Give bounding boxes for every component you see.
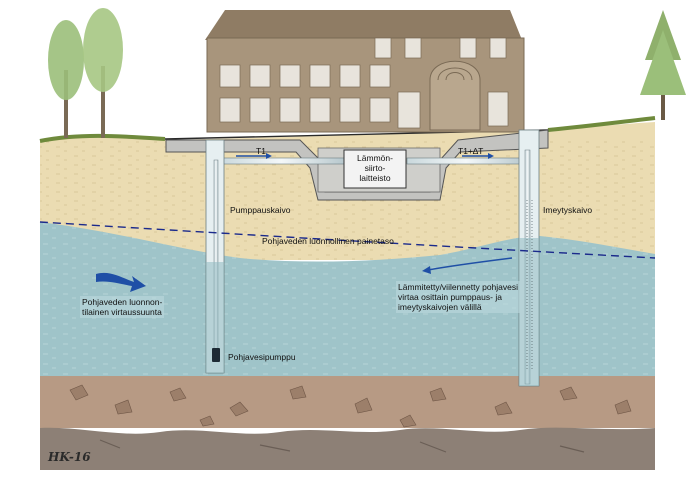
natural-flow-label: Pohjaveden luonnon- tilainen virtaussuun… (80, 296, 165, 318)
supply-pipe (218, 157, 345, 165)
pumping-well (205, 139, 225, 374)
t1-arrow (236, 153, 272, 159)
groundwater-pump-label: Pohjavesipumppu (228, 352, 296, 362)
water-table-line (39, 221, 656, 259)
warmed-flow-arrow (422, 257, 513, 274)
infiltration-well (518, 129, 540, 387)
infiltration-well-label: Imeytyskaivo (543, 205, 593, 215)
artist-signature: HK-16 (48, 450, 91, 464)
t1-delta-label: T1+∆T (458, 146, 484, 156)
groundwater-layer (40, 222, 655, 378)
water-table-label: Pohjaveden luonnollinen painetaso (262, 236, 394, 246)
clay-layer (40, 376, 655, 428)
warmed-flow-label: Lämmitetty/viilennetty pohjavesi virtaa … (396, 281, 521, 313)
building (205, 10, 525, 133)
heat-exchanger-label: Lämmön- siirto- laitteisto (357, 153, 393, 183)
bedrock-layer (40, 427, 655, 470)
tree-right (640, 10, 686, 120)
tree-left-2 (83, 8, 123, 138)
heat-exchanger-box (343, 149, 407, 189)
natural-flow-arrow (96, 272, 146, 292)
pumping-well-label: Pumppauskaivo (230, 205, 291, 215)
groundwater-pump-icon (212, 348, 220, 362)
tree-left-1 (48, 20, 84, 138)
t1-label: T1 (256, 146, 266, 156)
return-pipe (406, 157, 526, 165)
t1-delta-arrow (462, 153, 494, 159)
